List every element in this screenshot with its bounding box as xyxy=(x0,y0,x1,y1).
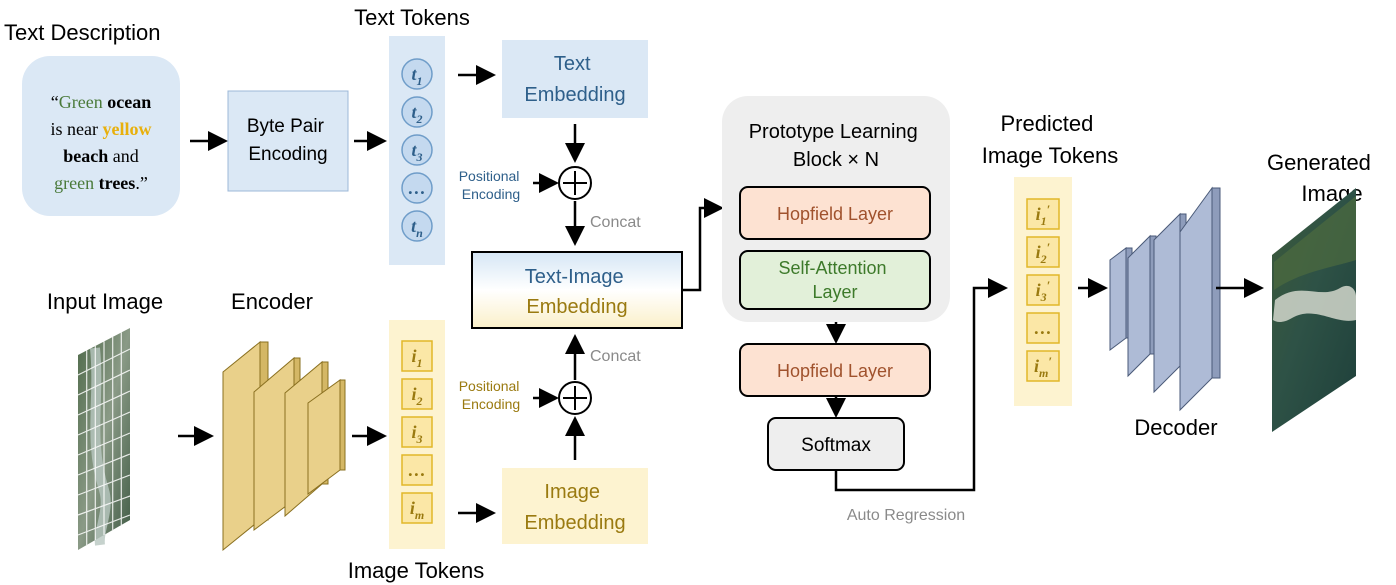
decoder-icon xyxy=(1109,186,1221,412)
text-embedding-label: Text Embedding xyxy=(524,53,625,106)
image-token xyxy=(401,454,433,486)
quote-segment: is near xyxy=(51,119,103,139)
token-label: i1 xyxy=(411,346,422,370)
image-tokens-title: Image Tokens xyxy=(348,558,485,583)
token-label: im′ xyxy=(1034,354,1052,380)
softmax-label: Softmax xyxy=(801,435,871,456)
text-token xyxy=(401,58,433,90)
text-image-embedding-label: Text-Image Embedding xyxy=(525,266,630,318)
image-token xyxy=(1026,198,1060,230)
token-label: tn xyxy=(411,216,423,240)
byte-pair-encoding-box xyxy=(227,90,349,192)
encoder-icon xyxy=(222,340,346,552)
token-label: t1 xyxy=(411,64,422,88)
token-label: … xyxy=(1034,318,1052,338)
token-label: i3′ xyxy=(1036,278,1051,304)
hopfield-layer-outer-label: Hopfield Layer xyxy=(777,361,893,381)
quote-line: “Green ocean xyxy=(51,92,151,112)
quote-segment: yellow xyxy=(102,119,151,139)
byte-pair-encoding-label: Byte Pair Encoding xyxy=(247,116,329,165)
text-token xyxy=(401,134,433,166)
quote-segment: trees xyxy=(99,173,136,193)
image-token xyxy=(401,378,433,410)
text-tokens-title: Text Tokens xyxy=(354,5,470,30)
quote-segment: beach xyxy=(63,146,108,166)
token-label: t2 xyxy=(411,102,422,126)
text-token xyxy=(401,210,433,242)
text-image-embedding-box xyxy=(471,251,683,329)
quote-segment: green xyxy=(54,173,94,193)
hopfield-layer-inner xyxy=(739,186,931,240)
quote-segment: ocean xyxy=(107,92,151,112)
arrow-auto-regression xyxy=(834,278,1008,492)
decoder-title: Decoder xyxy=(1134,415,1217,440)
image-token xyxy=(1026,274,1060,306)
quote-segment: .” xyxy=(135,173,148,193)
quote-segment: and xyxy=(108,146,139,166)
token-label: … xyxy=(408,460,426,480)
text-description-box xyxy=(22,56,180,216)
prototype-learning-label: Prototype Learning Block × N xyxy=(749,121,924,171)
image-token xyxy=(1026,236,1060,268)
token-label: i1′ xyxy=(1036,202,1051,228)
generated-image-title: Generated Image xyxy=(1267,150,1377,206)
encoder-title: Encoder xyxy=(231,289,313,314)
self-attention-layer-label: Self-Attention Layer xyxy=(778,258,891,302)
concat-top-label: Concat xyxy=(590,214,641,231)
input-image xyxy=(77,328,131,550)
image-embedding-label: Image Embedding xyxy=(524,481,625,534)
image-token xyxy=(1026,350,1060,382)
input-image-title: Input Image xyxy=(47,289,163,314)
predicted-token-list: i1′ i2′ i3′ … im′ xyxy=(1026,198,1060,382)
token-label: i2 xyxy=(411,384,422,408)
predicted-tokens-title: Predicted Image Tokens xyxy=(982,111,1119,168)
self-attention-layer xyxy=(739,250,931,310)
image-token xyxy=(401,340,433,372)
arrow-text-image-to-prototype xyxy=(682,198,724,292)
plus-icon xyxy=(558,381,592,415)
quote-line: beach and xyxy=(63,146,139,166)
concat-bottom-label: Concat xyxy=(590,348,641,365)
token-label: im xyxy=(410,498,424,522)
text-embedding-box xyxy=(502,40,648,118)
quote-segment: “ xyxy=(51,92,59,112)
token-label: t3 xyxy=(411,140,422,164)
text-token-list: t1 t2 t3 … tn xyxy=(401,58,433,242)
positional-encoding-text-label: Positional Encoding xyxy=(459,168,524,202)
image-embedding-box xyxy=(502,468,648,544)
image-token xyxy=(401,492,433,524)
token-label: i3 xyxy=(411,422,422,446)
hopfield-layer-inner-label: Hopfield Layer xyxy=(777,204,893,224)
token-label: … xyxy=(408,178,426,198)
quote-line: green trees.” xyxy=(54,173,148,193)
quote-line: is near yellow xyxy=(51,119,152,139)
token-label: i2′ xyxy=(1036,240,1051,266)
image-token xyxy=(401,416,433,448)
auto-regression-label: Auto Regression xyxy=(847,507,965,524)
image-token-list: i1 i2 i3 … im xyxy=(401,340,433,524)
quote-text: “Green ocean is near yellow beach and gr… xyxy=(51,92,152,193)
generated-image xyxy=(1272,188,1356,432)
positional-encoding-image-label: Positional Encoding xyxy=(459,378,524,412)
text-token xyxy=(401,172,433,204)
text-description-title: Text Description xyxy=(4,20,161,45)
quote-segment: Green xyxy=(59,92,103,112)
plus-icon xyxy=(558,166,592,200)
image-token xyxy=(1026,312,1060,344)
text-token xyxy=(401,96,433,128)
